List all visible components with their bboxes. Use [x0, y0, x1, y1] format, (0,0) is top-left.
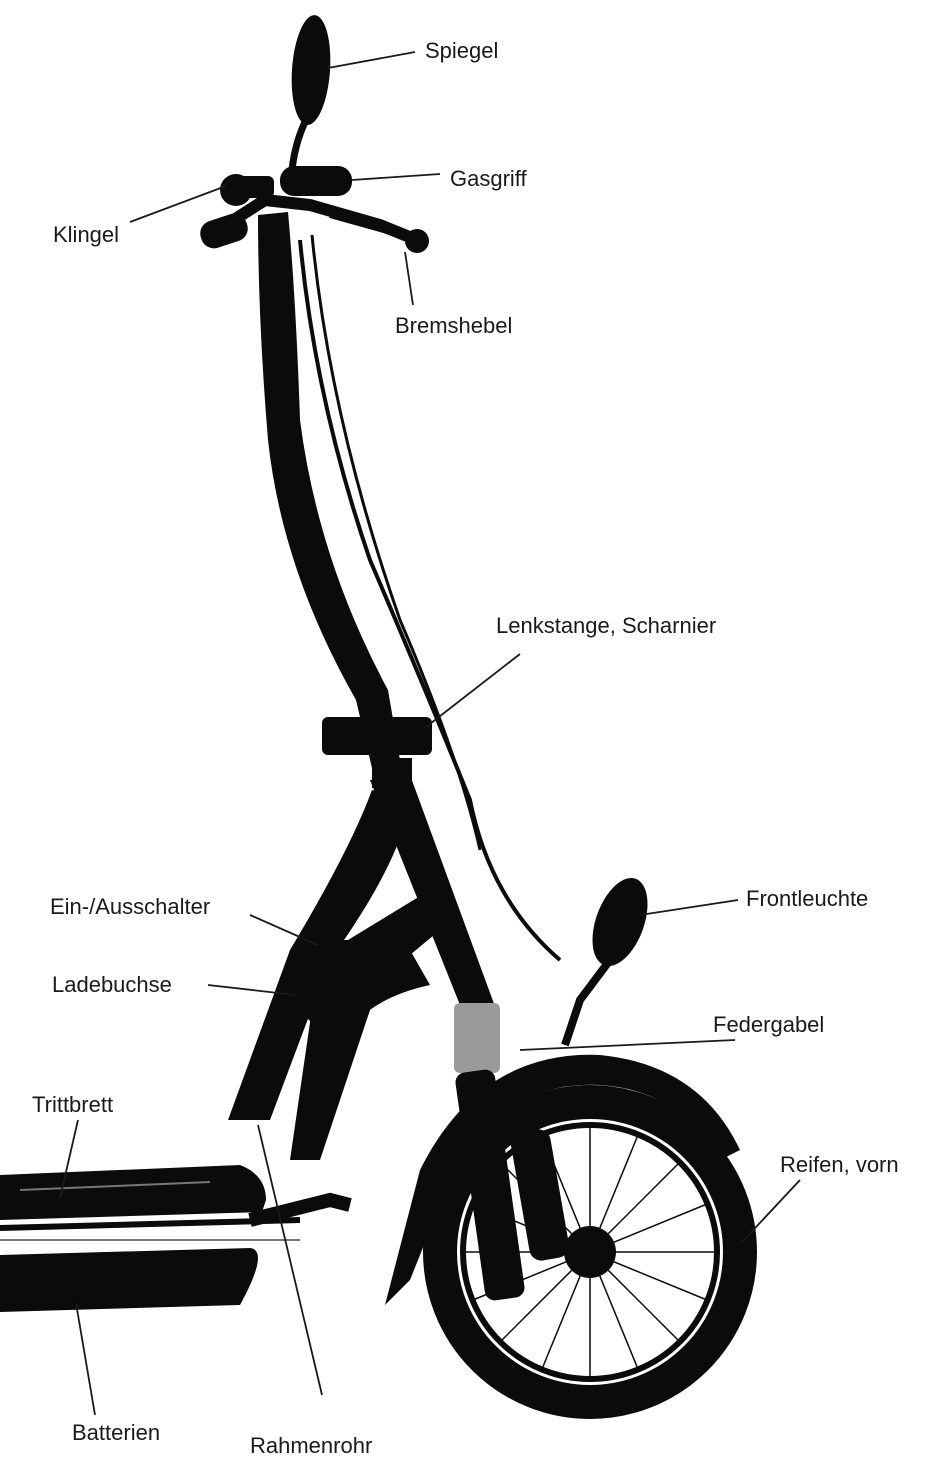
steering-column [258, 212, 400, 768]
leader-spiegel [328, 52, 415, 68]
leader-gasgriff [352, 174, 440, 180]
label-schalter: Ein-/Ausschalter [50, 894, 210, 919]
label-lenkstange: Lenkstange, Scharnier [496, 613, 716, 638]
throttle-grip [280, 166, 352, 196]
label-ladebuchse: Ladebuchse [52, 972, 172, 997]
deck [0, 1165, 266, 1220]
mirror [288, 14, 334, 126]
label-rahmenrohr: Rahmenrohr [250, 1433, 372, 1458]
label-federgabel: Federgabel [713, 1012, 824, 1037]
leader-batterien [76, 1303, 95, 1415]
label-reifen: Reifen, vorn [780, 1152, 899, 1177]
label-frontleuchte: Frontleuchte [746, 886, 868, 911]
hinge-clamp [322, 717, 432, 755]
leader-klingel [130, 186, 226, 222]
leader-rahmenrohr [258, 1125, 322, 1395]
label-batterien: Batterien [72, 1420, 160, 1445]
leader-frontleuchte [640, 900, 738, 915]
label-klingel: Klingel [53, 222, 119, 247]
label-bremshebel: Bremshebel [395, 313, 512, 338]
front-light [582, 871, 659, 974]
label-spiegel: Spiegel [425, 38, 498, 63]
leader-federgabel [520, 1040, 735, 1050]
wheel-hub [564, 1226, 616, 1278]
battery-box [0, 1248, 258, 1312]
leader-lenkstange [426, 654, 520, 727]
leader-bremshebel [405, 252, 413, 305]
label-gasgriff: Gasgriff [450, 166, 528, 191]
fork-spring [454, 1003, 500, 1073]
label-trittbrett: Trittbrett [32, 1092, 113, 1117]
charge-port [296, 968, 312, 996]
